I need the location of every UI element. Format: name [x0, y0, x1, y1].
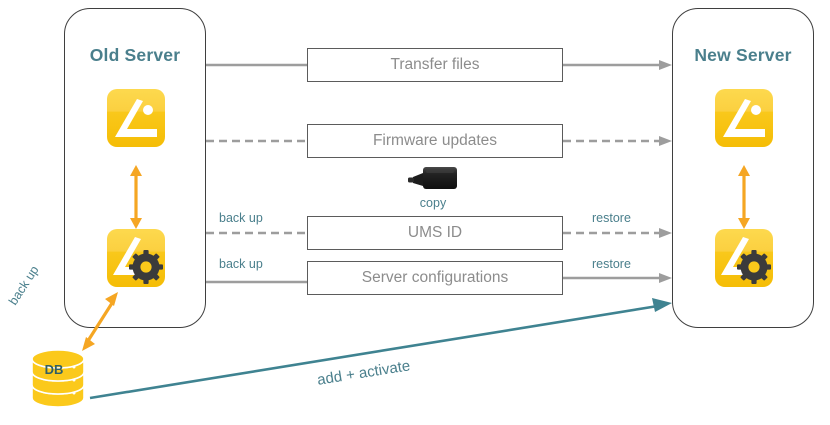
left-connector-transfer-files	[206, 59, 307, 71]
right-connector-firmware-updates	[563, 135, 672, 147]
left-connector-firmware-updates	[206, 135, 307, 147]
left-label-server-configurations-backup: back up	[219, 257, 263, 271]
right-label-ums-id-restore: restore	[592, 211, 631, 225]
usb-dongle-icon	[405, 162, 461, 196]
right-connector-transfer-files	[563, 59, 672, 71]
old-server-panel: Old Server	[64, 8, 206, 328]
ums-console-icon	[105, 87, 167, 149]
right-connector-ums-id	[563, 227, 672, 239]
row-box-transfer-files: Transfer files	[307, 48, 563, 82]
old-server-internal-arrow	[125, 164, 147, 230]
old-server-title: Old Server	[89, 45, 181, 65]
usb-copy-label: copy	[419, 196, 447, 210]
new-server-title: New Server	[694, 45, 792, 65]
right-connector-server-configurations	[563, 272, 672, 284]
ums-admin-icon	[105, 227, 167, 289]
ums-console-icon	[713, 87, 775, 149]
row-box-server-configurations: Server configurations	[307, 261, 563, 295]
database-cylinder-icon	[28, 348, 88, 414]
add-activate-arrow	[0, 280, 830, 425]
left-label-ums-id-backup: back up	[219, 211, 263, 225]
new-server-panel: New Server	[672, 8, 814, 328]
right-label-server-configurations-restore: restore	[592, 257, 631, 271]
row-box-ums-id: UMS ID	[307, 216, 563, 250]
db-backup-arrow	[78, 290, 124, 352]
row-box-firmware-updates: Firmware updates	[307, 124, 563, 158]
left-connector-server-configurations	[206, 276, 307, 288]
ums-admin-icon	[713, 227, 775, 289]
left-connector-ums-id	[206, 227, 307, 239]
new-server-internal-arrow	[733, 164, 755, 230]
